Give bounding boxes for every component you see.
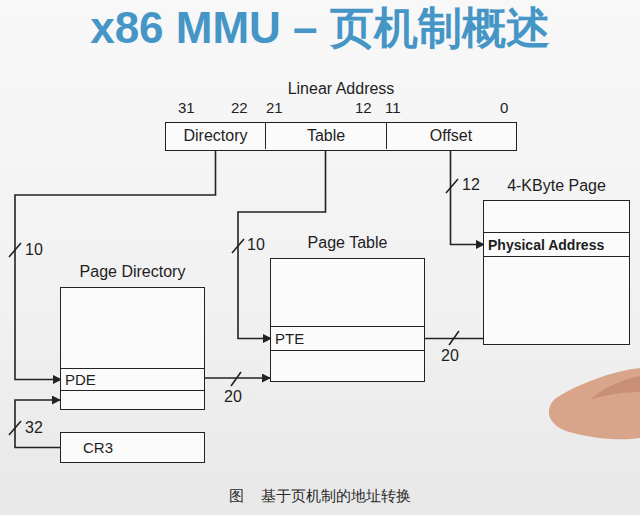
page-frame-box: 4-KByte PagePhysical Address (483, 200, 630, 345)
page-table-box: Page TablePTE (270, 258, 425, 382)
bit-number: 0 (500, 99, 508, 117)
field-name: Directory (183, 127, 247, 145)
presenter-hand-shade (590, 376, 640, 400)
slide-title: x86 MMU – 页机制概述 (0, 0, 640, 56)
box-heading: Linear Address (288, 79, 395, 99)
bit-number: 22 (231, 99, 248, 117)
bus-width: 20 (441, 347, 459, 365)
address-field: Directory (166, 123, 265, 149)
entry-name: PTE (275, 330, 304, 347)
table-entry-row: PTE (271, 326, 424, 351)
bit-number: 21 (266, 99, 283, 117)
bus-width-ticks (9, 179, 459, 435)
bus-tick (446, 179, 458, 193)
bit-number: 31 (178, 99, 195, 117)
box-heading: Page Directory (80, 262, 186, 282)
register-box: CR3 (60, 432, 205, 463)
entry-name: PDE (65, 371, 96, 388)
address-bus-line (424, 338, 483, 340)
field-name: Table (307, 127, 345, 145)
box-heading: Page Table (308, 233, 388, 253)
address-field: Offset (386, 123, 515, 149)
table-entry-row: Physical Address (484, 232, 629, 257)
register-name: CR3 (83, 439, 113, 456)
bus-tick (231, 372, 241, 386)
bus-width: 12 (462, 176, 480, 194)
page-directory-box: Page DirectoryPDE (60, 287, 205, 410)
bus-width: 10 (247, 236, 265, 254)
bit-number: 11 (385, 99, 401, 117)
bus-width: 32 (25, 419, 43, 437)
address-bus-line (204, 377, 270, 379)
box-heading: 4-KByte Page (507, 176, 606, 196)
bus-width: 10 (25, 241, 43, 259)
address-bus-line (15, 400, 60, 448)
entry-name: Physical Address (488, 237, 604, 253)
table-entry-row: PDE (61, 368, 204, 391)
address-field: Table (265, 123, 386, 149)
bit-number: 12 (355, 99, 372, 117)
address-bus-line (451, 149, 485, 245)
linear-address-bar: Linear AddressDirectoryTableOffset (165, 122, 517, 151)
field-name: Offset (430, 127, 472, 145)
presenter-hand (549, 368, 640, 439)
figure-caption: 图 基于页机制的地址转换 (0, 486, 640, 506)
bus-width: 20 (224, 388, 242, 406)
